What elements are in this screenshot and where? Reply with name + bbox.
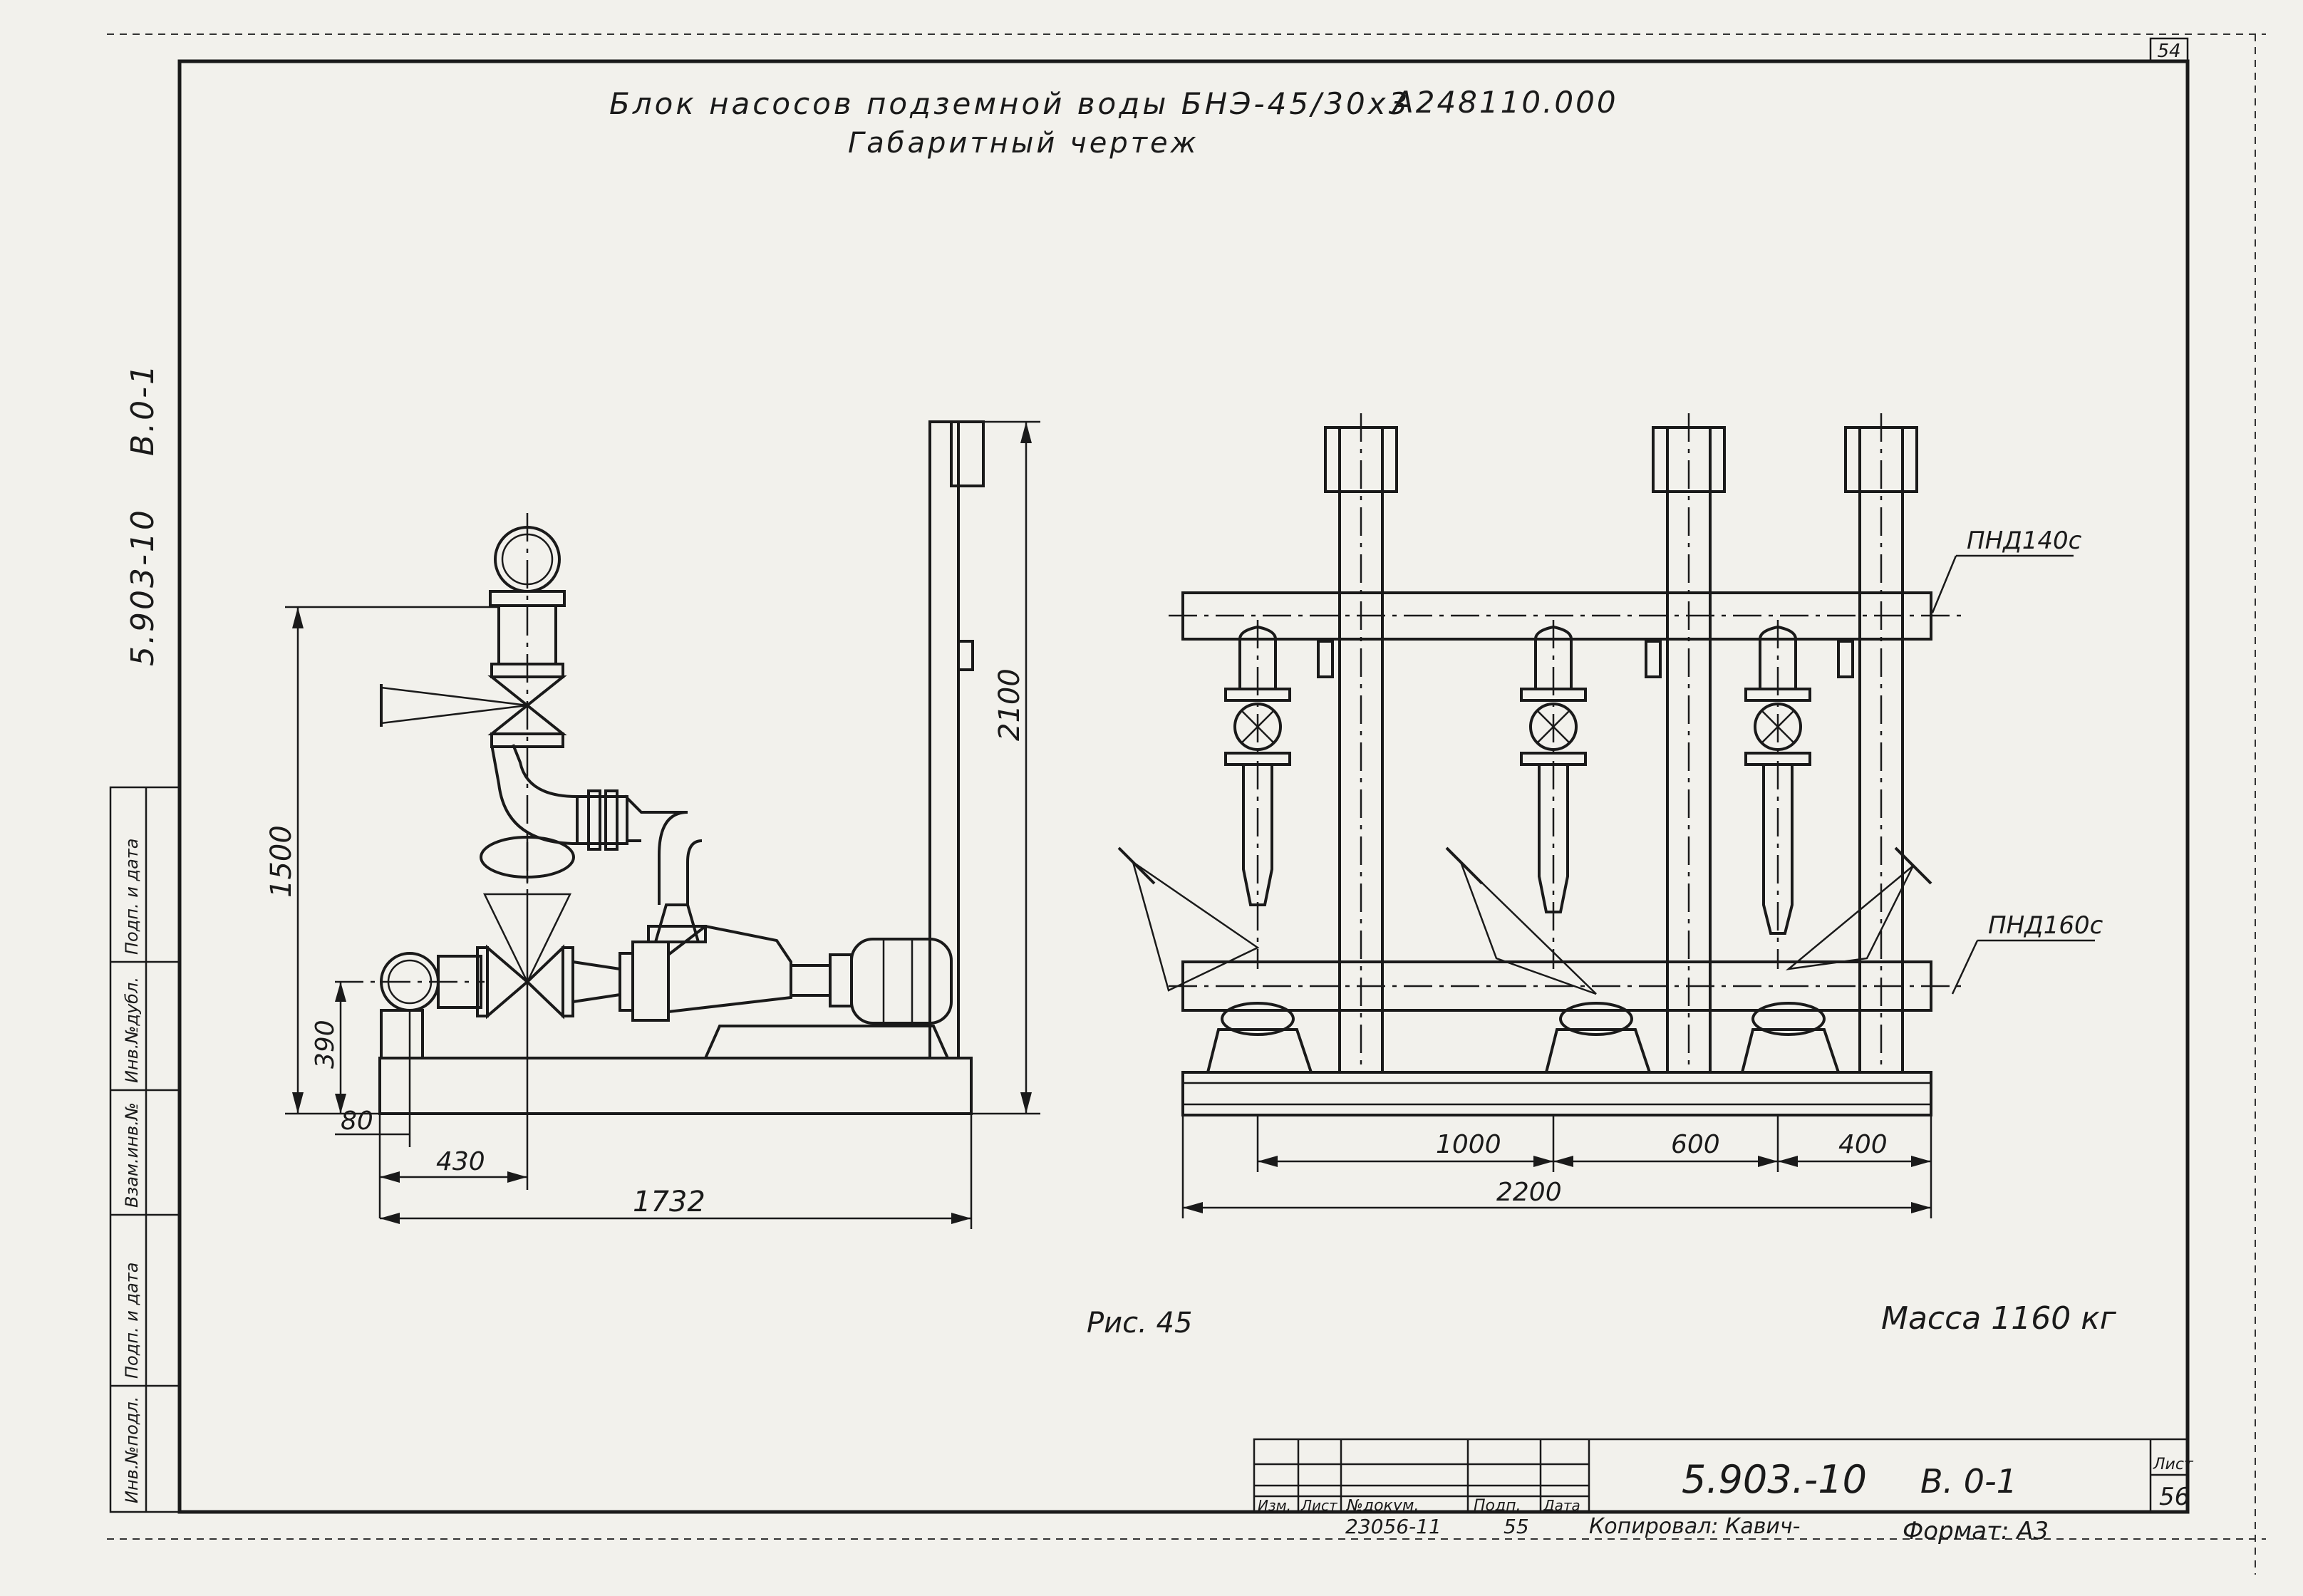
dim-2100: 2100 — [993, 668, 1026, 741]
margin-series: 5.903-10 — [125, 508, 161, 666]
riser-1 — [1117, 620, 1291, 992]
col-data: Дата — [1543, 1497, 1580, 1514]
title-block-sheet-no: 56 — [2159, 1483, 2190, 1511]
riser-2 — [1445, 620, 1597, 995]
dim-600: 600 — [1671, 1130, 1720, 1159]
stamp-vzam-inv: Взам.инв.№ — [122, 1102, 142, 1208]
below-number-2: 55 — [1504, 1515, 1529, 1538]
title-block-code: 5.903.-10 — [1682, 1457, 1867, 1502]
dim-80: 80 — [341, 1107, 373, 1136]
stamp-podp-data-1: Подп. и дата — [122, 1263, 142, 1379]
stamp-podp-data-2: Подп. и дата — [122, 839, 142, 955]
front-view: ПНД140с ПНД160с 1000 600 400 2200 — [1117, 413, 2103, 1218]
dim-400: 400 — [1838, 1130, 1888, 1159]
stamp-inv-dubl: Инв.№дубл. — [122, 977, 142, 1083]
dim-2200: 2200 — [1496, 1178, 1562, 1207]
col-dokum: №докум. — [1346, 1497, 1419, 1515]
riser-3 — [1744, 620, 1932, 970]
dim-430: 430 — [436, 1147, 485, 1176]
title-block-volume: В. 0-1 — [1920, 1462, 2017, 1501]
mass-label: Масса 1160 кг — [1881, 1300, 2117, 1337]
col-list: Лист — [1300, 1497, 1338, 1514]
copied-by: Копировал: Кавич- — [1589, 1514, 1800, 1539]
inner-frame — [177, 59, 2190, 1514]
side-base — [378, 1057, 973, 1115]
format-label: Формат: А3 — [1903, 1517, 2049, 1545]
front-base — [1181, 1071, 1932, 1116]
side-motor — [850, 938, 953, 1025]
figure-caption: Рис. 45 — [1087, 1307, 1192, 1340]
title-block-sheet-label: Лист — [2153, 1456, 2194, 1473]
dim-1732: 1732 — [633, 1186, 705, 1218]
dim-390: 390 — [311, 1020, 340, 1069]
title-block: Изм. Лист №докум. Подп. Дата 5.903.-10 В… — [1253, 1438, 2194, 1545]
col-podp: Подп. — [1474, 1497, 1521, 1515]
drawing-subtitle: Габаритный чертеж — [848, 127, 1199, 160]
drawing-title: Блок насосов подземной воды БНЭ-45/30х3 — [609, 86, 1410, 121]
drawing-code: А248110.000 — [1391, 85, 1618, 120]
pipe-label-top: ПНД140с — [1967, 527, 2082, 555]
dim-1000: 1000 — [1436, 1130, 1501, 1159]
col-izm: Изм. — [1258, 1497, 1291, 1514]
sheet-number-box — [2149, 37, 2189, 63]
margin-volume: В.0-1 — [125, 363, 161, 456]
stamp-inv-podl: Инв.№подл. — [122, 1396, 142, 1503]
side-view: 2100 1500 390 80 430 1732 — [265, 420, 1040, 1229]
side-column — [928, 420, 960, 1059]
sheet-number: 54 — [2157, 41, 2180, 62]
dim-1500: 1500 — [265, 825, 298, 898]
pipe-label-bottom: ПНД160с — [1988, 911, 2103, 940]
side-stamp: Инв.№подл. Подп. и дата Взам.инв.№ Инв.№… — [109, 786, 181, 1513]
below-number: 23056-11 — [1345, 1515, 1442, 1538]
